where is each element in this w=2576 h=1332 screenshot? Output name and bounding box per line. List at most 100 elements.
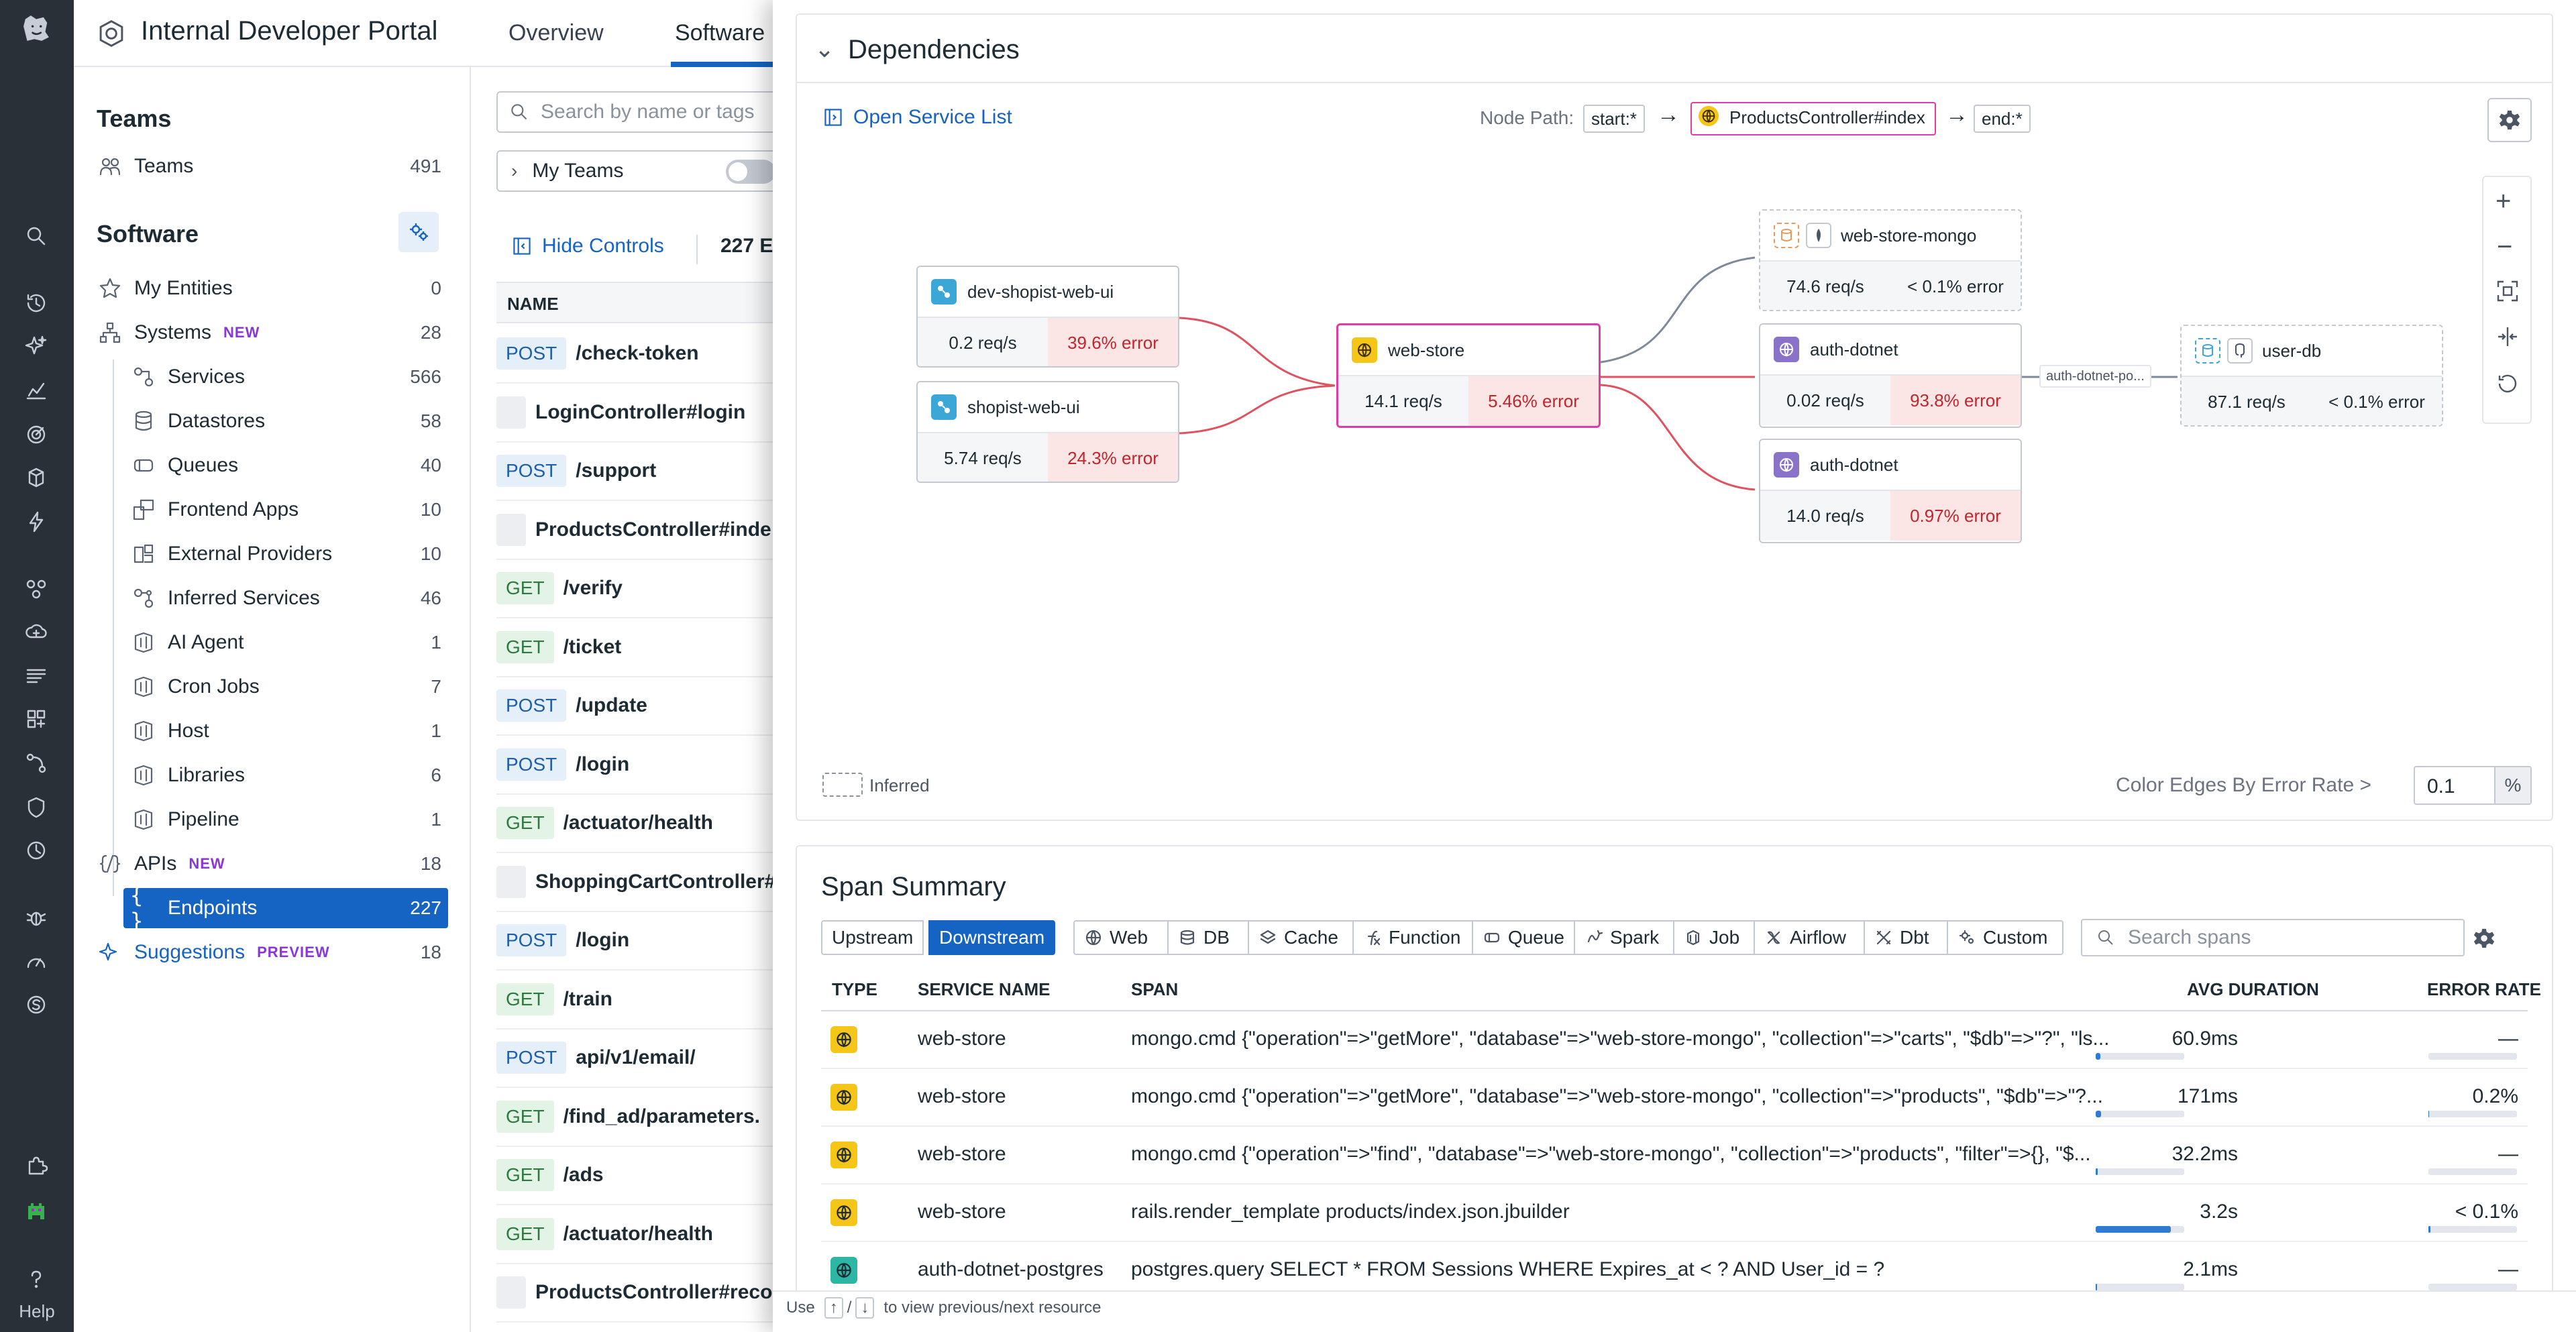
- network-icon[interactable]: [21, 748, 51, 778]
- reset-view-icon[interactable]: [2496, 372, 2520, 396]
- path-start-chip[interactable]: start:*: [1583, 105, 1645, 133]
- downstream-button[interactable]: Downstream: [928, 920, 1056, 955]
- sidebar-item-teams[interactable]: Teams 491: [97, 146, 448, 186]
- filter-airflow-button[interactable]: Airflow: [1755, 920, 1865, 955]
- color-edges-input[interactable]: 0.1 %: [2414, 766, 2532, 805]
- cost-icon[interactable]: [21, 990, 51, 1019]
- sidebar-item-frontend-apps[interactable]: Frontend Apps 10: [130, 490, 448, 530]
- software-catalog-icon[interactable]: [21, 463, 51, 492]
- node-web-store-mongo[interactable]: web-store-mongo 74.6 req/s< 0.1% error: [1759, 209, 2022, 311]
- collapse-view-icon[interactable]: [2496, 325, 2520, 349]
- my-teams-switch[interactable]: [726, 160, 773, 184]
- path-node-chip[interactable]: ProductsController#index: [1690, 102, 1936, 135]
- col-type[interactable]: TYPE: [832, 979, 877, 999]
- list-item[interactable]: ShoppingCartController#: [496, 853, 773, 912]
- sidebar-item-services[interactable]: Services 566: [130, 357, 448, 397]
- filter-db-button[interactable]: DB: [1169, 920, 1249, 955]
- service-name[interactable]: web-store: [918, 1201, 1006, 1223]
- service-name[interactable]: auth-dotnet-postgres: [918, 1258, 1104, 1280]
- list-item[interactable]: GET/actuator/health: [496, 794, 773, 853]
- sidebar-item-my-entities[interactable]: My Entities 0: [97, 268, 448, 309]
- list-item[interactable]: GET/find_ad/parameters.: [496, 1088, 773, 1147]
- sidebar-item-inferred-services[interactable]: Inferred Services 46: [130, 578, 448, 618]
- upstream-button[interactable]: Upstream: [821, 920, 924, 955]
- col-avg-duration[interactable]: AVG DURATION: [2187, 979, 2319, 999]
- actions-icon[interactable]: [21, 507, 51, 537]
- filter-spark-button[interactable]: Spark: [1575, 920, 1674, 955]
- zoom-in-icon[interactable]: +: [2496, 186, 2512, 216]
- filter-cache-button[interactable]: Cache: [1249, 920, 1354, 955]
- graph-settings-button[interactable]: [2487, 98, 2532, 142]
- list-item[interactable]: GET/actuator/health: [496, 1205, 773, 1264]
- list-item[interactable]: ProductsController#reco: [496, 1264, 773, 1323]
- history-icon[interactable]: [21, 288, 51, 318]
- filter-dbt-button[interactable]: Dbt: [1865, 920, 1948, 955]
- col-error-rate[interactable]: ERROR RATE: [2427, 979, 2541, 999]
- name-column-header[interactable]: NAME: [496, 282, 773, 323]
- open-service-list-button[interactable]: Open Service List: [822, 106, 1012, 129]
- list-item[interactable]: GET/verify: [496, 559, 773, 618]
- filter-custom-button[interactable]: Custom: [1948, 920, 2063, 955]
- datadog-logo-icon[interactable]: [17, 9, 55, 47]
- tab-software[interactable]: Software: [675, 20, 765, 46]
- list-item[interactable]: GET/ads: [496, 1146, 773, 1205]
- sparkle-icon[interactable]: [21, 331, 51, 361]
- monitors-icon[interactable]: [21, 420, 51, 449]
- zoom-out-icon[interactable]: −: [2497, 232, 2513, 262]
- sidebar-item-host[interactable]: Host 1: [130, 711, 448, 751]
- collapse-chevron-icon[interactable]: ⌄: [814, 35, 835, 62]
- col-service-name[interactable]: SERVICE NAME: [918, 979, 1051, 999]
- sidebar-item-datastores[interactable]: Datastores 58: [130, 401, 448, 441]
- logs-icon[interactable]: [21, 661, 51, 691]
- bug-icon[interactable]: [21, 903, 51, 932]
- filter-function-button[interactable]: Function: [1354, 920, 1473, 955]
- node-user-db[interactable]: user-db 87.1 req/s< 0.1% error: [2180, 325, 2443, 427]
- hide-controls-button[interactable]: Hide Controls: [511, 235, 664, 258]
- apm-icon[interactable]: [21, 574, 51, 604]
- edge-label[interactable]: auth-dotnet-po...: [2039, 365, 2151, 388]
- service-name[interactable]: web-store: [918, 1085, 1006, 1107]
- software-settings-button[interactable]: [398, 212, 439, 252]
- rum-icon[interactable]: [21, 836, 51, 865]
- sidebar-item-ai-agent[interactable]: AI Agent 1: [130, 622, 448, 663]
- sidebar-item-apis[interactable]: APIs NEW 18: [97, 844, 448, 884]
- list-item[interactable]: ProductsController#inde: [496, 501, 773, 560]
- list-item[interactable]: POST/support: [496, 442, 773, 501]
- list-item[interactable]: LoginController#login: [496, 384, 773, 443]
- path-end-chip[interactable]: end:*: [1974, 105, 2031, 133]
- sidebar-item-suggestions[interactable]: Suggestions PREVIEW 18: [97, 932, 448, 973]
- list-item[interactable]: POST/login: [496, 736, 773, 795]
- filter-web-button[interactable]: Web: [1073, 920, 1169, 955]
- list-item[interactable]: POST/update: [496, 677, 773, 736]
- search-spans-input[interactable]: Search spans: [2081, 919, 2465, 956]
- sidebar-item-cron-jobs[interactable]: Cron Jobs 7: [130, 667, 448, 707]
- list-item[interactable]: GET/ticket: [496, 618, 773, 677]
- service-name[interactable]: web-store: [918, 1143, 1006, 1165]
- sidebar-item-libraries[interactable]: Libraries 6: [130, 755, 448, 795]
- performance-icon[interactable]: [21, 947, 51, 977]
- list-item[interactable]: POST/check-token: [496, 325, 773, 384]
- span-settings-gear-icon[interactable]: [2473, 927, 2496, 950]
- sidebar-item-pipeline[interactable]: Pipeline 1: [130, 799, 448, 840]
- dashboards-icon[interactable]: [21, 376, 51, 405]
- user-avatar[interactable]: [21, 1197, 51, 1226]
- help-icon[interactable]: [21, 1265, 51, 1294]
- sidebar-item-systems[interactable]: Systems NEW 28: [97, 313, 448, 353]
- color-edges-value[interactable]: 0.1: [2427, 775, 2455, 797]
- fit-view-icon[interactable]: [2496, 279, 2520, 303]
- sidebar-item-queues[interactable]: Queues 40: [130, 445, 448, 486]
- sidebar-item-endpoints[interactable]: { } Endpoints 227: [123, 883, 448, 934]
- filter-queue-button[interactable]: Queue: [1473, 920, 1575, 955]
- search-icon[interactable]: [21, 221, 51, 251]
- my-teams-toggle-row[interactable]: › My Teams: [496, 150, 773, 192]
- col-span[interactable]: SPAN: [1131, 979, 1179, 999]
- security-icon[interactable]: [21, 793, 51, 822]
